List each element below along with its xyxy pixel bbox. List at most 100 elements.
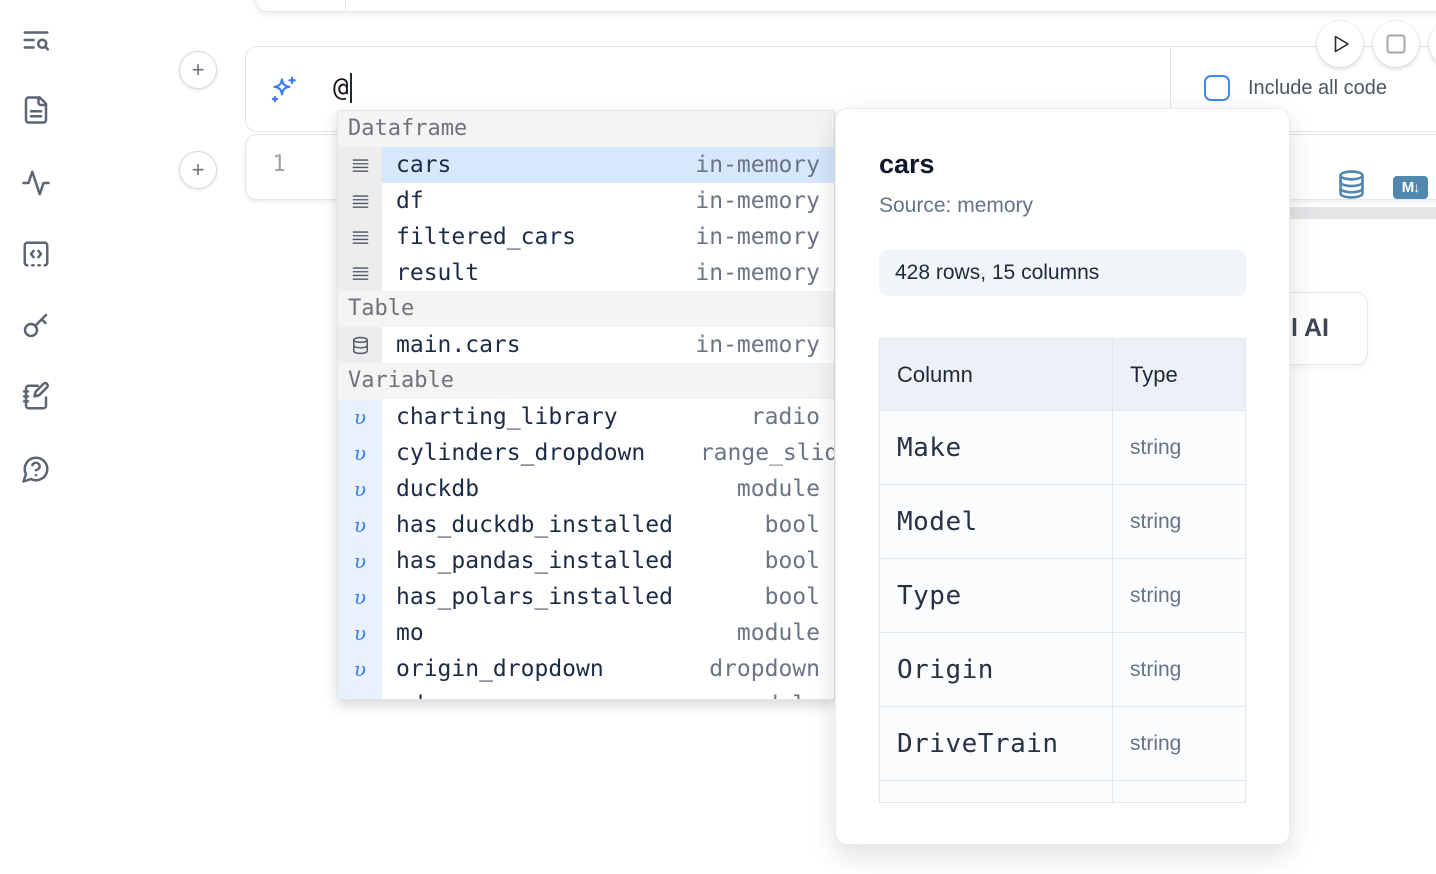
item-name: charting_library	[396, 404, 618, 430]
autocomplete-section-header: Variable	[338, 363, 834, 399]
item-name: has_polars_installed	[396, 584, 673, 610]
stop-button[interactable]	[1373, 21, 1419, 67]
item-detail: module	[736, 476, 820, 502]
variable-icon: υ	[338, 651, 382, 687]
menu-icon	[338, 219, 382, 255]
item-name: cylinders_dropdown	[396, 440, 646, 466]
column-name: Type	[897, 580, 962, 611]
variable-icon: υ	[338, 687, 382, 699]
variable-icon: υ	[338, 471, 382, 507]
item-name: origin_dropdown	[396, 656, 604, 682]
autocomplete-item[interactable]: υ has_polars_installed bool	[338, 579, 834, 615]
item-name: result	[396, 260, 480, 286]
column-type: string	[1130, 435, 1182, 459]
column-name: Model	[897, 506, 978, 537]
item-detail: bool	[764, 584, 820, 610]
variable-icon: υ	[338, 507, 382, 543]
autocomplete-item[interactable]: υ has_duckdb_installed bool	[338, 507, 834, 543]
activity-icon[interactable]	[21, 168, 51, 198]
item-detail: in-memory	[695, 188, 820, 214]
variable-icon: υ	[353, 441, 367, 465]
run-button[interactable]	[1317, 21, 1363, 67]
text-search-icon[interactable]	[21, 25, 51, 55]
variable-icon: υ	[338, 579, 382, 615]
dataset-title: cars	[879, 149, 935, 179]
column-header: Column	[880, 339, 1113, 410]
extra-action-button[interactable]	[1429, 21, 1436, 67]
autocomplete-item[interactable]: υ charting_library radio	[338, 399, 834, 435]
add-cell-below-button[interactable]: +	[179, 151, 217, 189]
menu-icon	[338, 147, 382, 183]
variable-icon: υ	[353, 513, 367, 537]
variable-icon: υ	[353, 657, 367, 681]
column-type: string	[1130, 583, 1182, 607]
add-cell-above-button[interactable]: +	[179, 51, 217, 89]
code-cell-icon[interactable]	[21, 239, 51, 269]
autocomplete-item[interactable]: cars in-memory	[338, 147, 834, 183]
autocomplete-section-header: Table	[338, 291, 834, 327]
text-caret	[349, 73, 352, 103]
variable-icon: υ	[353, 405, 367, 429]
markdown-export-icon[interactable]: M↓	[1393, 175, 1428, 199]
variable-icon: υ	[353, 585, 367, 609]
item-detail: module	[736, 620, 820, 646]
autocomplete-section-header: Dataframe	[338, 111, 834, 147]
autocomplete-item[interactable]: υ pd module	[338, 687, 834, 699]
stop-icon	[1386, 34, 1406, 54]
schema-row: Type string	[880, 559, 1245, 633]
notebook-pen-icon[interactable]	[21, 381, 51, 412]
menu-icon	[338, 255, 382, 291]
dataset-shape-badge: 428 rows, 15 columns	[879, 250, 1246, 296]
variable-icon: υ	[338, 399, 382, 435]
item-detail: in-memory	[695, 152, 820, 178]
column-type: string	[1130, 731, 1182, 755]
menu-icon	[352, 194, 368, 208]
item-name: pd	[396, 692, 424, 699]
play-icon	[1334, 35, 1349, 53]
column-name: Origin	[897, 654, 994, 685]
item-name: has_duckdb_installed	[396, 512, 673, 538]
key-icon[interactable]	[21, 310, 51, 340]
menu-icon	[338, 183, 382, 219]
item-detail: bool	[764, 512, 820, 538]
item-name: cars	[396, 152, 452, 178]
autocomplete-item[interactable]: result in-memory	[338, 255, 834, 291]
item-detail: dropdown	[709, 656, 820, 682]
dataset-preview-panel: cars Source: memory 428 rows, 15 columns…	[835, 108, 1290, 845]
ai-prompt-input[interactable]: @	[333, 73, 352, 103]
item-detail: in-memory	[695, 260, 820, 286]
item-detail: in-memory	[695, 332, 820, 358]
help-chat-icon[interactable]	[21, 454, 51, 484]
file-text-icon[interactable]	[21, 95, 51, 125]
item-name: mo	[396, 620, 424, 646]
column-type: string	[1130, 509, 1182, 533]
prompt-value: @	[333, 73, 349, 103]
include-all-code-checkbox[interactable]	[1204, 75, 1230, 101]
database-icon[interactable]	[1336, 169, 1367, 205]
previous-cell-edge	[255, 0, 1436, 12]
menu-icon	[352, 230, 368, 244]
sparkles-ai-icon	[268, 75, 298, 105]
column-name: Make	[897, 432, 962, 463]
item-detail: radio	[750, 404, 820, 430]
variable-icon: υ	[338, 615, 382, 651]
variable-icon: υ	[338, 543, 382, 579]
schema-row: Make string	[880, 411, 1245, 485]
autocomplete-item[interactable]: υ origin_dropdown dropdown	[338, 651, 834, 687]
ai-button-label: l AI	[1291, 314, 1329, 342]
item-detail: in-memory	[695, 224, 820, 250]
item-name: df	[396, 188, 424, 214]
autocomplete-item[interactable]: df in-memory	[338, 183, 834, 219]
prompt-divider	[1170, 47, 1171, 131]
item-detail: module	[737, 692, 834, 699]
